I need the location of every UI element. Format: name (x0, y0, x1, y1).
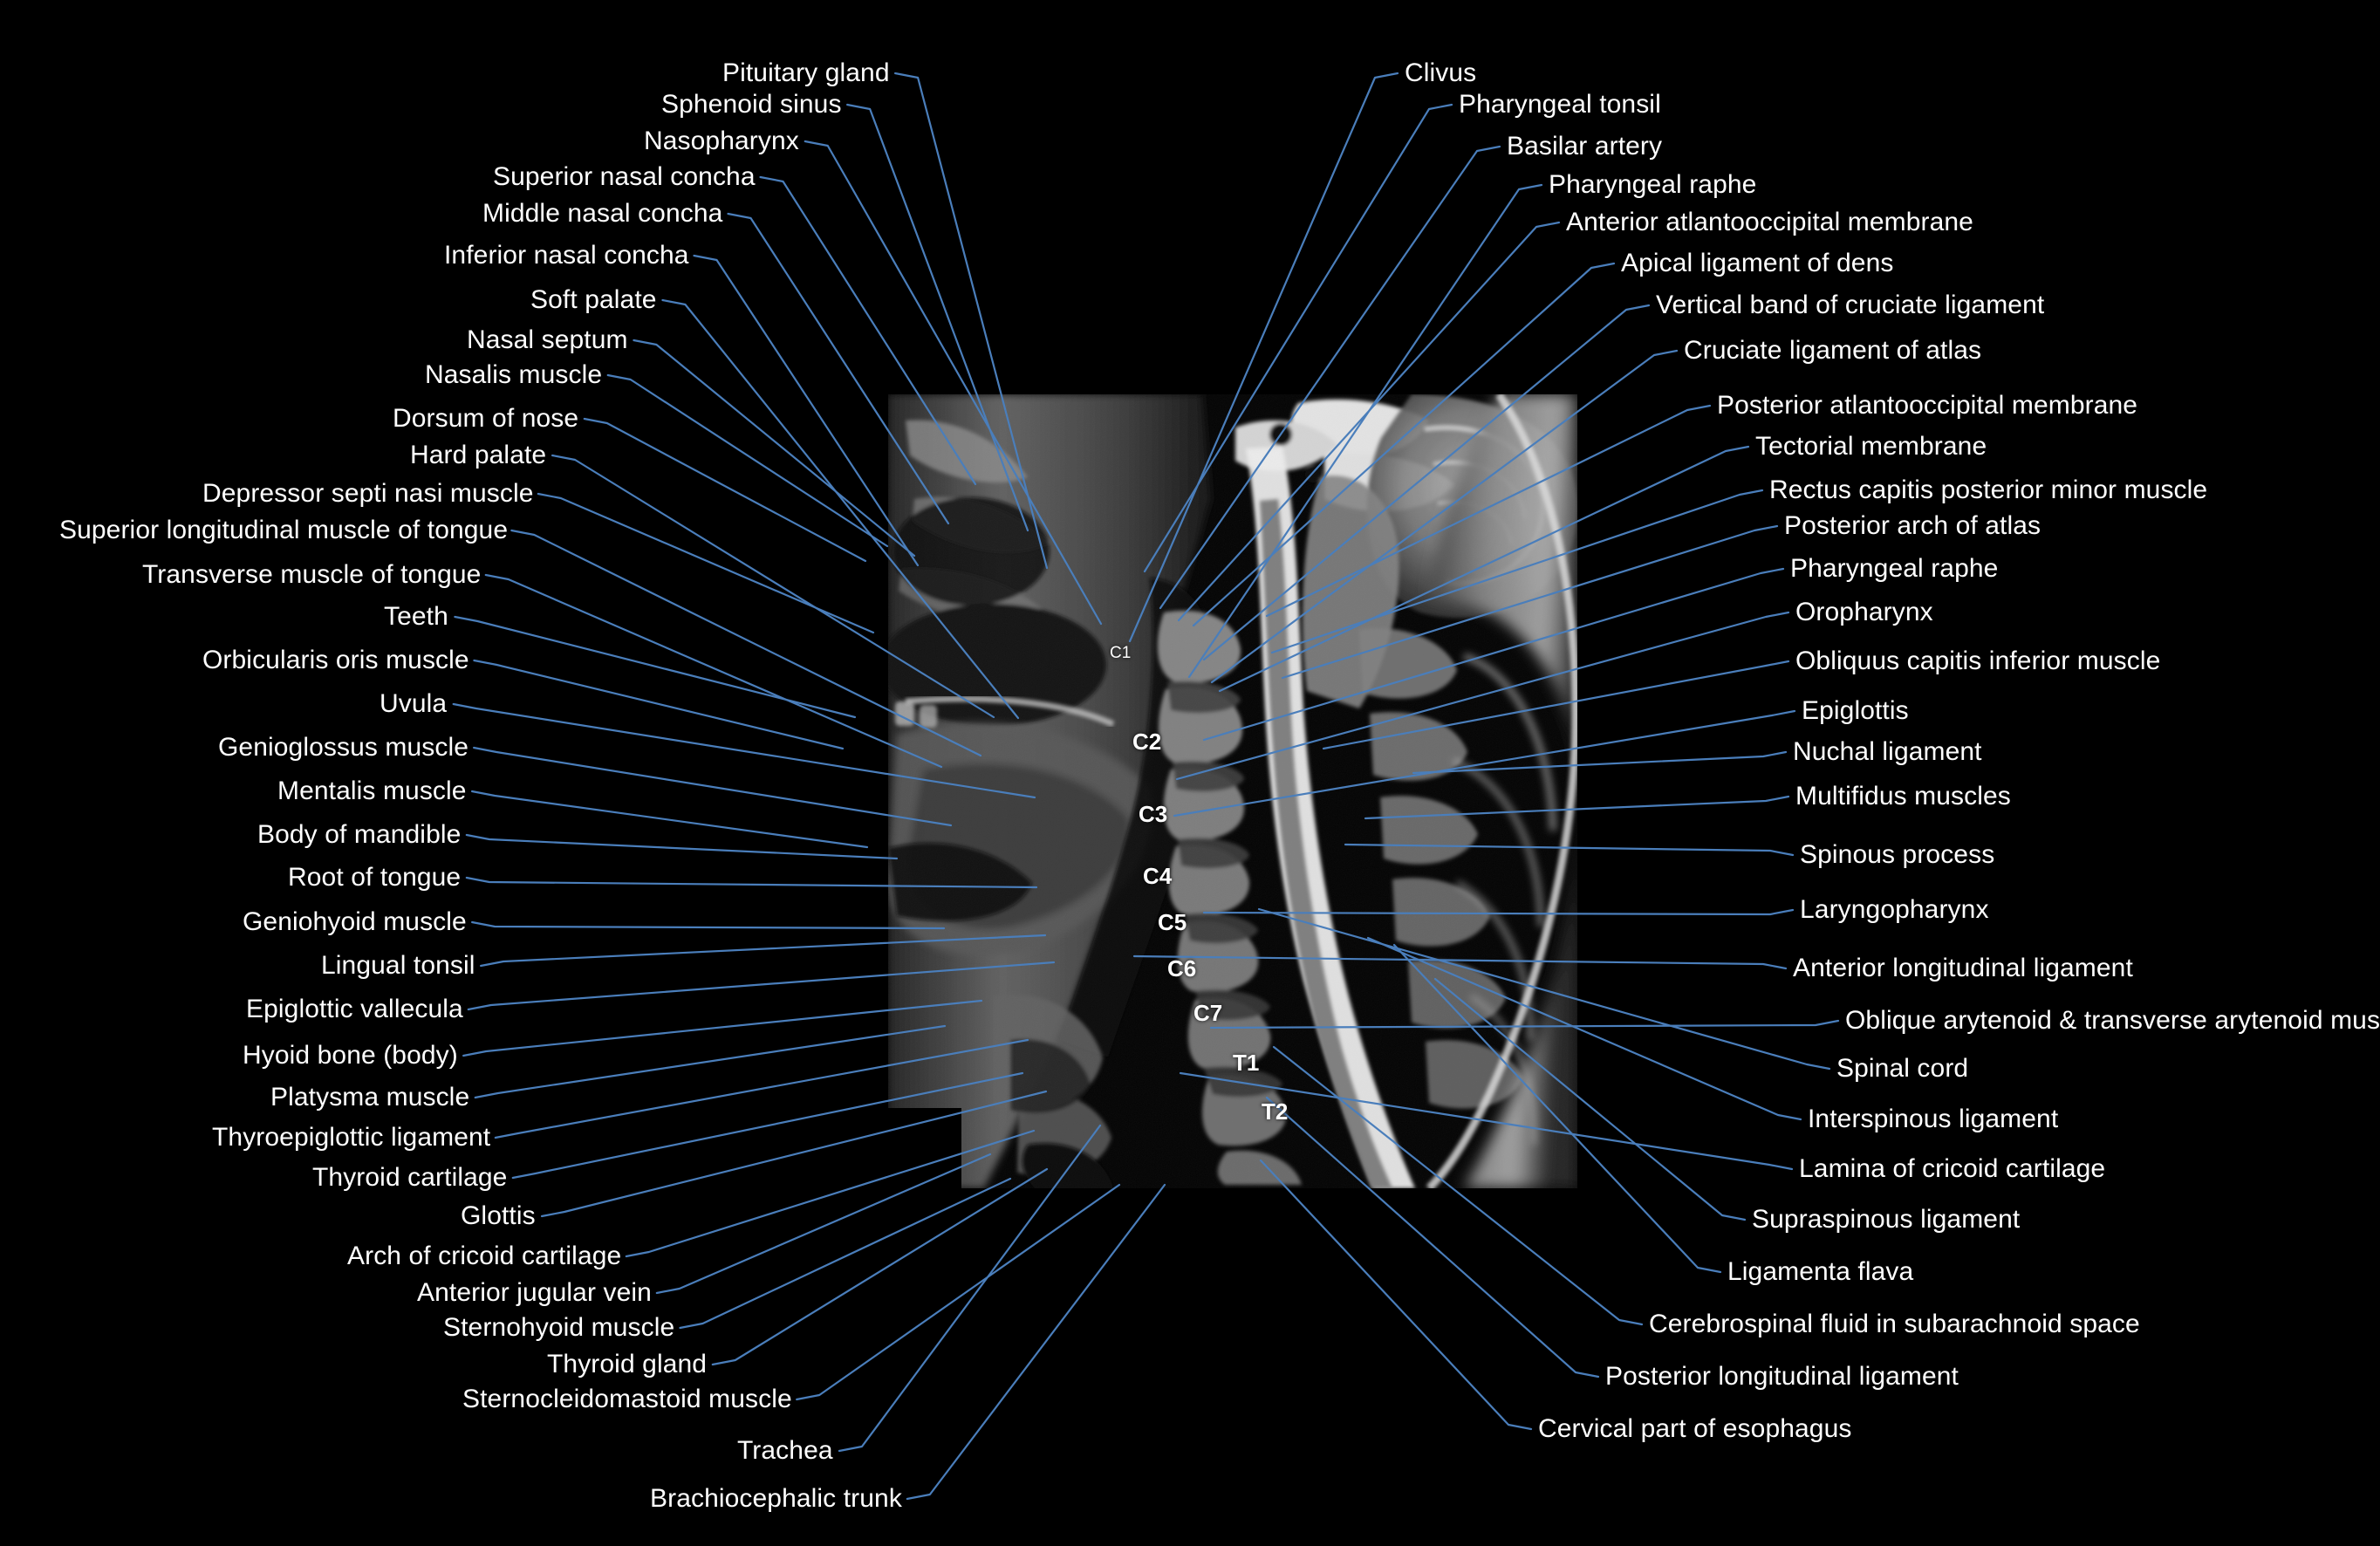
anatomy-label: Nasopharynx (644, 127, 799, 155)
leader-line (606, 373, 889, 548)
leader-line (906, 1183, 1166, 1501)
vertebra-tag: C5 (1158, 909, 1187, 935)
leader-line (796, 1183, 1121, 1401)
vertebra-tag: C7 (1193, 1000, 1223, 1026)
mri-corner-mask-bottom-left (888, 1108, 961, 1188)
leader-line (633, 339, 916, 558)
anatomy-label: Vertical band of cruciate ligament (1656, 291, 2045, 319)
anatomy-label: Nuchal ligament (1793, 737, 1982, 766)
anatomy-label: Ligamenta flava (1727, 1257, 1914, 1286)
leader-line (679, 1177, 1012, 1330)
anatomy-label: Sternohyoid muscle (443, 1313, 675, 1342)
anatomy-label: Posterior longitudinal ligament (1605, 1362, 1959, 1391)
leader-line (484, 573, 943, 769)
leader-line (470, 790, 869, 849)
anatomy-label: Geniohyoid muscle (243, 907, 467, 936)
anatomy-label: Thyroid gland (547, 1350, 708, 1378)
leader-line (473, 746, 953, 827)
anatomy-label: Superior longitudinal muscle of tongue (59, 516, 509, 544)
leader-line (454, 615, 857, 719)
anatomy-label: Lamina of cricoid cartilage (1799, 1154, 2106, 1183)
anatomy-label: Glottis (461, 1201, 536, 1230)
anatomy-label: Pharyngeal tonsil (1459, 90, 1661, 119)
anatomy-label: Inferior nasal concha (444, 241, 689, 270)
anatomy-label: Lingual tonsil (321, 951, 475, 980)
anatomy-label: Basilar artery (1507, 132, 1663, 161)
anatomy-label: Oblique arytenoid & transverse arytenoid… (1845, 1006, 2380, 1035)
anatomy-label: Transverse muscle of tongue (142, 560, 482, 589)
leader-line (1259, 1159, 1533, 1431)
anatomy-label: Sternocleidomastoid muscle (462, 1385, 792, 1413)
leader-line (693, 254, 920, 567)
anatomy-label: Epiglottic vallecula (246, 995, 463, 1023)
anatomy-label: Multifidus muscles (1795, 782, 2011, 811)
anatomy-label: Genioglossus muscle (218, 733, 469, 762)
anatomy-label: Obliquus capitis inferior muscle (1795, 646, 2161, 675)
anatomy-label: Clivus (1405, 58, 1477, 87)
anatomy-label: Anterior longitudinal ligament (1793, 954, 2133, 982)
leader-line (583, 417, 867, 563)
anatomy-label: Pharyngeal raphe (1549, 170, 1757, 199)
anatomy-label: Body of mandible (257, 820, 462, 849)
vertebra-tag: T2 (1262, 1098, 1289, 1125)
vertebra-tag: T1 (1233, 1050, 1260, 1076)
anatomy-label: Trachea (737, 1436, 833, 1465)
anatomy-label: Tectorial membrane (1755, 432, 1987, 461)
anatomy-label: Cerebrospinal fluid in subarachnoid spac… (1649, 1310, 2140, 1338)
anatomy-label: Superior nasal concha (493, 162, 756, 191)
anatomy-label: Platysma muscle (270, 1083, 470, 1112)
vertebra-tag: C3 (1139, 801, 1168, 827)
anatomy-label: Middle nasal concha (482, 199, 723, 228)
anatomy-label: Hard palate (410, 441, 547, 469)
anatomy-label: Orbicularis oris muscle (202, 646, 469, 674)
anatomy-label: Arch of cricoid cartilage (347, 1242, 622, 1270)
vertebra-tag: C6 (1167, 955, 1197, 982)
vertebra-tag: C4 (1143, 863, 1173, 889)
anatomy-label: Hyoid bone (body) (243, 1041, 458, 1070)
anatomy-label: Apical ligament of dens (1621, 249, 1894, 277)
leader-line (711, 1167, 1049, 1366)
leader-line (474, 1024, 947, 1099)
leader-line (473, 659, 845, 750)
anatomy-label: Supraspinous ligament (1752, 1205, 2021, 1234)
anatomy-label: Posterior arch of atlas (1784, 511, 2041, 540)
anatomy-label: Teeth (384, 602, 448, 631)
anatomy-label: Anterior jugular vein (417, 1278, 652, 1307)
anatomy-label: Spinous process (1800, 840, 1995, 869)
anatomy-label: Laryngopharynx (1800, 895, 1989, 924)
anatomy-label: Nasalis muscle (425, 360, 603, 389)
leader-line (465, 833, 899, 860)
anatomy-label: Pituitary gland (722, 58, 890, 87)
anatomy-label: Brachiocephalic trunk (650, 1484, 902, 1513)
anatomy-label: Mentalis muscle (277, 776, 467, 805)
anatomy-label: Dorsum of nose (393, 404, 579, 433)
anatomy-label: Pharyngeal raphe (1790, 554, 1999, 583)
anatomy-label: Epiglottis (1802, 696, 1909, 725)
anatomy-label: Rectus capitis posterior minor muscle (1769, 475, 2208, 504)
anatomy-label: Anterior atlantooccipital membrane (1566, 208, 1973, 236)
anatomy-label: Posterior atlantooccipital membrane (1717, 391, 2138, 420)
anatomy-label: Cruciate ligament of atlas (1684, 336, 1982, 365)
anatomy-label: Root of tongue (288, 863, 462, 892)
anatomy-label: Interspinous ligament (1808, 1105, 2059, 1133)
anatomy-label: Oropharynx (1795, 598, 1933, 626)
vertebra-tag: C2 (1132, 729, 1162, 755)
anatomy-label: Sphenoid sinus (661, 90, 842, 119)
anatomy-label: Thyroid cartilage (312, 1163, 508, 1192)
anatomy-label: Spinal cord (1836, 1054, 1969, 1083)
anatomy-label: Cervical part of esophagus (1538, 1414, 1852, 1443)
anatomy-label: Nasal septum (467, 325, 628, 354)
anatomy-label: Uvula (380, 689, 448, 718)
leader-line (471, 920, 946, 930)
anatomy-label: Soft palate (530, 285, 657, 314)
vertebra-tag: C1 (1110, 644, 1132, 662)
anatomy-label: Thyroepiglottic ligament (212, 1123, 491, 1152)
leader-line (537, 492, 875, 634)
anatomy-label: Depressor septi nasi muscle (202, 479, 534, 508)
